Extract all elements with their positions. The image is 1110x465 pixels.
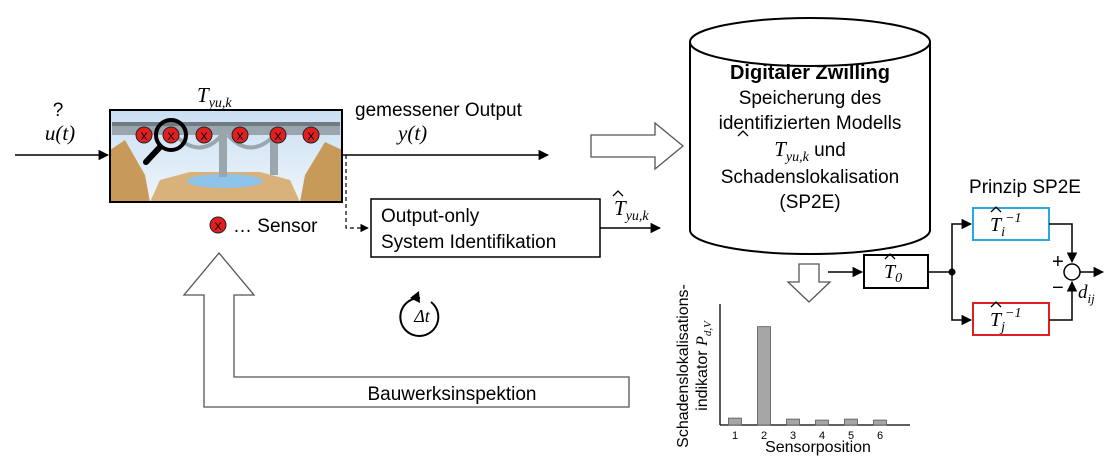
twin-line-2: identifizierten Modells xyxy=(719,113,902,134)
svg-text:X: X xyxy=(307,131,315,143)
chart-tick-label-2: 2 xyxy=(761,430,767,442)
ti-inverse-label: Ti−1 xyxy=(990,211,1021,240)
svg-text:X: X xyxy=(140,131,148,143)
sensor-marker-3: X xyxy=(195,126,213,144)
sensor-legend-icon: X xyxy=(209,216,227,234)
tj-to-sum xyxy=(1049,280,1078,321)
svg-text:X: X xyxy=(167,131,175,143)
sum-minus-sign: − xyxy=(1052,277,1064,299)
sensor-marker-2: X xyxy=(162,126,180,144)
chart-y-axis-label-line-1: Schadenslokalisations- xyxy=(675,284,692,448)
tj-inverse-block xyxy=(972,302,1050,336)
hollow-arrow-to-twin xyxy=(590,121,685,171)
ti-inverse-block xyxy=(972,207,1050,241)
chart-x-axis-label: Sensorposition xyxy=(765,439,871,456)
svg-text:X: X xyxy=(214,221,222,233)
magnifier-icon xyxy=(143,118,188,165)
hat-accent-identification xyxy=(612,190,624,197)
chart-bar-5 xyxy=(844,418,858,426)
output-signal-label: y(t) xyxy=(396,121,427,145)
svg-text:X: X xyxy=(236,131,244,143)
localization-bar-chart: 1 2 3 4 5 6 Sensorposition Schadenslokalisati… xyxy=(675,284,910,456)
sensor-marker-1: X xyxy=(135,126,153,144)
chart-tick-label-5: 5 xyxy=(848,430,854,442)
principle-title: Prinzip SP2E xyxy=(969,177,1081,198)
dashed-connector xyxy=(345,155,369,233)
chart-tick-label-3: 3 xyxy=(790,430,796,442)
svg-text:X: X xyxy=(200,131,208,143)
identification-line-1: Output-only xyxy=(381,206,480,227)
twin-line-4: Schadenslokalisation xyxy=(721,167,900,188)
chart-y-axis-label-line-2: indikator Pd,V xyxy=(694,320,714,411)
ti-to-sum xyxy=(1049,223,1078,264)
chart-tick-labels: 1 2 3 4 5 6 xyxy=(732,430,883,442)
hollow-arrow-down xyxy=(786,263,832,303)
chart-bar-3 xyxy=(786,418,800,426)
sum-plus-sign: + xyxy=(1052,251,1064,273)
input-signal-label: u(t) xyxy=(45,121,75,145)
hat-accent-twin xyxy=(737,130,749,137)
inspection-feedback-arrow xyxy=(182,251,630,408)
system-transfer-label: Tyu,k xyxy=(197,83,232,111)
chart-bar-4 xyxy=(815,419,829,426)
chart-bar-2 xyxy=(757,326,771,426)
twin-line-3: Tyu,k und xyxy=(774,137,846,165)
sensor-marker-6: X xyxy=(302,126,320,144)
inspection-label: Bauwerksinspektion xyxy=(368,384,537,405)
branch-upper xyxy=(951,218,973,272)
bridge-system-box xyxy=(109,109,343,203)
chart-bar-6 xyxy=(873,419,887,426)
summing-junction xyxy=(1063,263,1081,281)
chart-bar-1 xyxy=(728,417,742,426)
sensor-marker-5: X xyxy=(269,126,287,144)
svg-text:Δt: Δt xyxy=(413,306,431,326)
chart-tick-label-4: 4 xyxy=(819,430,825,442)
twin-line-5: (SP2E) xyxy=(779,192,840,213)
dij-output-label: dij xyxy=(1078,282,1095,306)
twin-title: Digitaler Zwilling xyxy=(730,62,890,84)
identification-result-label: Tyu,k xyxy=(614,196,649,224)
hat-accent-t0 xyxy=(884,253,896,260)
sensor-marker-4: X xyxy=(231,126,249,144)
time-cycle-icon: Δt xyxy=(399,291,440,337)
output-title: gemessener Output xyxy=(355,100,523,121)
identification-line-2: System Identifikation xyxy=(381,232,556,253)
sensor-legend-label: … Sensor xyxy=(233,216,318,237)
branch-lower xyxy=(951,272,973,326)
t0-label: T0 xyxy=(884,261,902,286)
input-question-mark: ? xyxy=(53,100,64,121)
svg-text:X: X xyxy=(274,131,282,143)
chart-bars xyxy=(728,326,887,426)
bridge-sensors: X X X X X X xyxy=(135,126,320,144)
hat-accent-ti xyxy=(990,206,1002,213)
chart-tick-label-1: 1 xyxy=(732,430,738,442)
tj-inverse-label: Tj−1 xyxy=(990,306,1021,335)
digital-twin-cylinder xyxy=(689,17,931,255)
twin-line-1: Speicherung des xyxy=(739,88,882,109)
identification-box xyxy=(370,198,601,258)
hat-accent-tj xyxy=(990,301,1002,308)
chart-tick-label-6: 6 xyxy=(877,430,883,442)
